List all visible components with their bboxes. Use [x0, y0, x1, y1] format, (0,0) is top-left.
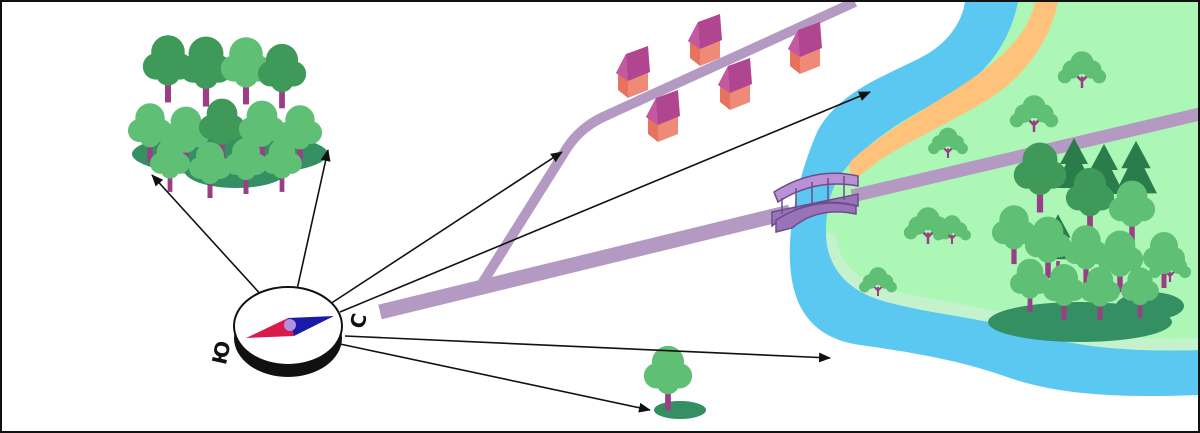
tree-icon [1121, 267, 1159, 318]
tree-icon [1043, 264, 1085, 320]
needle-south [246, 318, 294, 338]
arrow-to-river-bend [339, 91, 871, 313]
direction-arrows [151, 91, 871, 413]
house-icon [616, 46, 650, 98]
tree-icon [1143, 232, 1185, 288]
tree-icon [225, 138, 267, 194]
tree-icon [198, 98, 246, 161]
road-main [378, 204, 792, 320]
house-icon [646, 90, 680, 142]
tree-icon [991, 205, 1037, 265]
tree-icon [1010, 258, 1050, 312]
compass-icon: С Ю [207, 286, 372, 377]
shrub-icon [928, 127, 968, 158]
tree-icon [1108, 180, 1156, 243]
village-houses-icon [616, 14, 822, 142]
arrow-to-single-tree [339, 343, 651, 413]
arrow-to-meadow [344, 335, 831, 363]
road-village [473, 0, 858, 293]
tree-icon [277, 105, 323, 165]
tree-icon [220, 37, 272, 105]
shrub-icon [933, 215, 971, 244]
arrow-to-grove-right [295, 149, 331, 295]
tree-icon [150, 138, 190, 192]
arrow-to-village [329, 151, 563, 305]
tree-icon [643, 345, 693, 411]
tree-icon [1080, 266, 1120, 320]
tree-icon [142, 35, 194, 103]
house-icon [718, 58, 752, 110]
forest-grove-icon [127, 35, 328, 198]
house-icon [688, 14, 722, 66]
tree-icon [257, 43, 307, 109]
tree-icon [262, 138, 302, 192]
tree-icon [1013, 142, 1067, 213]
shrub-icon [1057, 51, 1107, 88]
needle-pivot [284, 319, 296, 331]
arrow-to-grove-left [151, 174, 265, 299]
bridge-icon [771, 172, 859, 233]
sand-path [849, 2, 1058, 180]
shrub-icon [1009, 95, 1059, 132]
compass-south-letter: Ю [207, 339, 235, 367]
single-tree-icon [643, 345, 706, 419]
tree-icon [238, 100, 286, 163]
shrub-icon [859, 267, 897, 296]
compass-north-letter: С [345, 311, 372, 330]
tree-icon [1065, 167, 1115, 233]
needle-north [288, 316, 334, 336]
river-forest-icon [988, 138, 1185, 342]
tree-ground [654, 401, 706, 419]
tree-icon [1096, 230, 1144, 293]
tree-icon [189, 142, 231, 198]
house-icon [788, 22, 822, 74]
